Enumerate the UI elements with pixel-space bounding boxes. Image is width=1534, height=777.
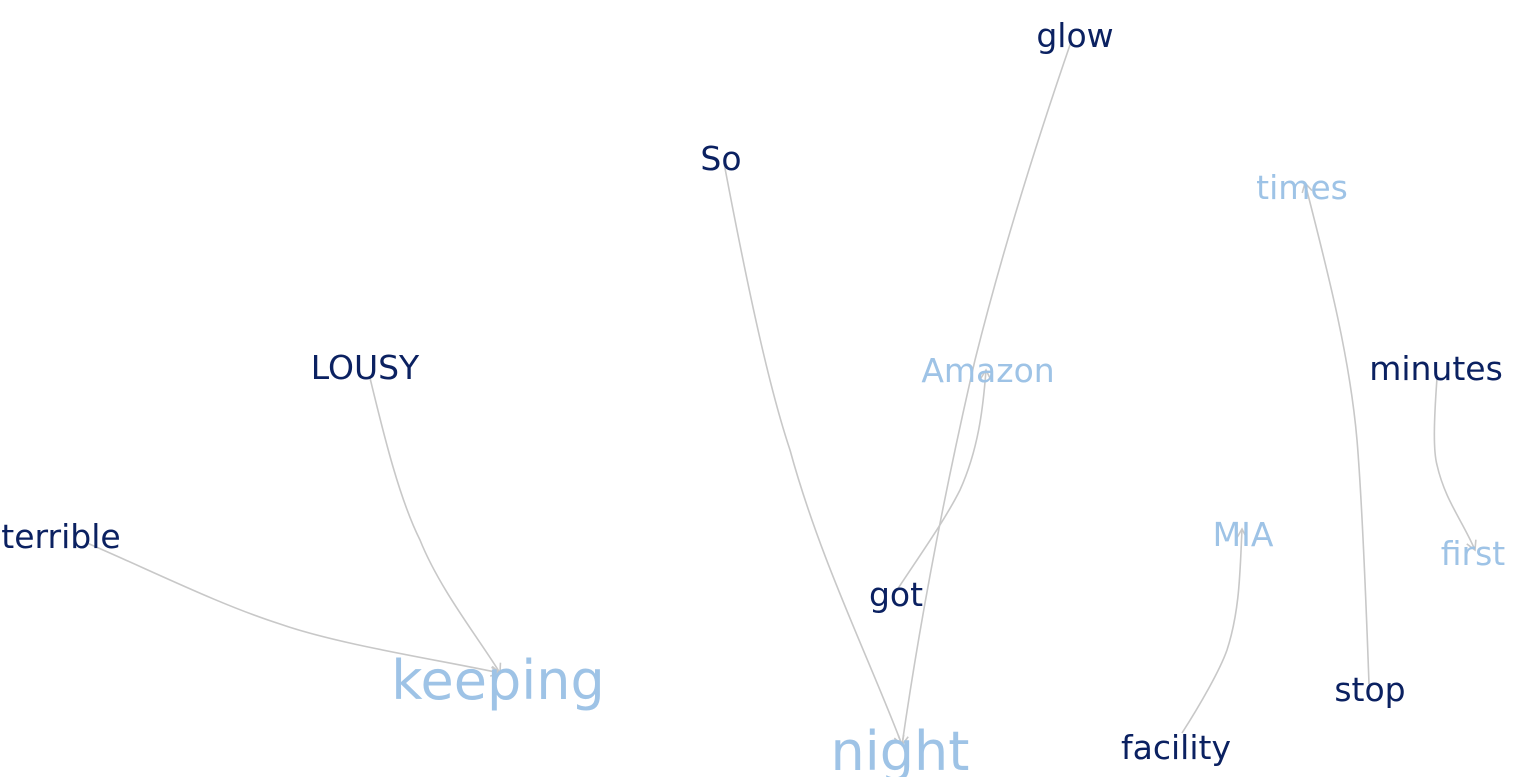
edge-got-to-amazon: [896, 369, 987, 591]
edges-layer: [86, 41, 1477, 747]
word-first: first: [1441, 534, 1506, 573]
edge-lousy-to-keeping: [369, 377, 501, 674]
arrowhead-so-to-night: [893, 734, 905, 747]
edge-stop-to-times: [1304, 182, 1370, 685]
word-mia: MIA: [1213, 515, 1274, 554]
arrowhead-facility-to-mia: [1236, 527, 1248, 539]
arrowhead-got-to-amazon: [979, 368, 992, 380]
word-facility: facility: [1121, 728, 1231, 767]
word-times: times: [1256, 168, 1348, 207]
edge-glow-to-night: [901, 41, 1072, 746]
word-night: night: [831, 720, 970, 777]
word-keeping: keeping: [391, 649, 605, 712]
edge-minutes-to-first: [1433, 377, 1476, 551]
arrowhead-terrible-to-keeping: [489, 665, 502, 677]
edge-facility-to-mia: [1181, 528, 1243, 734]
arrowhead-stop-to-times: [1301, 181, 1313, 194]
word-glow: glow: [1036, 16, 1113, 55]
word-amazon: Amazon: [921, 351, 1054, 390]
word-minutes: minutes: [1369, 349, 1503, 388]
word-lousy: LOUSY: [311, 348, 420, 387]
edge-so-to-night: [723, 162, 903, 746]
word-stop: stop: [1334, 670, 1405, 709]
arrowhead-minutes-to-first: [1466, 539, 1477, 552]
word-so: So: [700, 139, 741, 178]
word-got: got: [869, 575, 923, 614]
word-terrible: terrible: [1, 517, 120, 556]
edge-terrible-to-keeping: [86, 542, 501, 674]
